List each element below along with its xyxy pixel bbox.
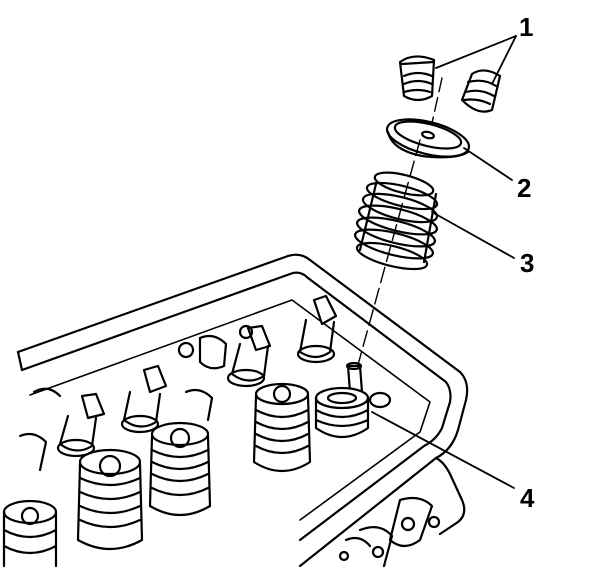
callout-4: 4 xyxy=(520,483,535,513)
leader-lines xyxy=(372,36,516,488)
valve-stem-seal xyxy=(316,363,390,437)
callout-3: 3 xyxy=(520,248,535,278)
callout-1: 1 xyxy=(519,12,534,42)
valve-keys xyxy=(400,56,500,132)
installed-valve-springs xyxy=(4,384,310,566)
valve-spring xyxy=(353,140,440,372)
callout-2: 2 xyxy=(517,173,532,203)
cylinder-head xyxy=(18,255,467,566)
valve-retainer xyxy=(383,112,472,163)
rocker-studs xyxy=(20,296,336,470)
